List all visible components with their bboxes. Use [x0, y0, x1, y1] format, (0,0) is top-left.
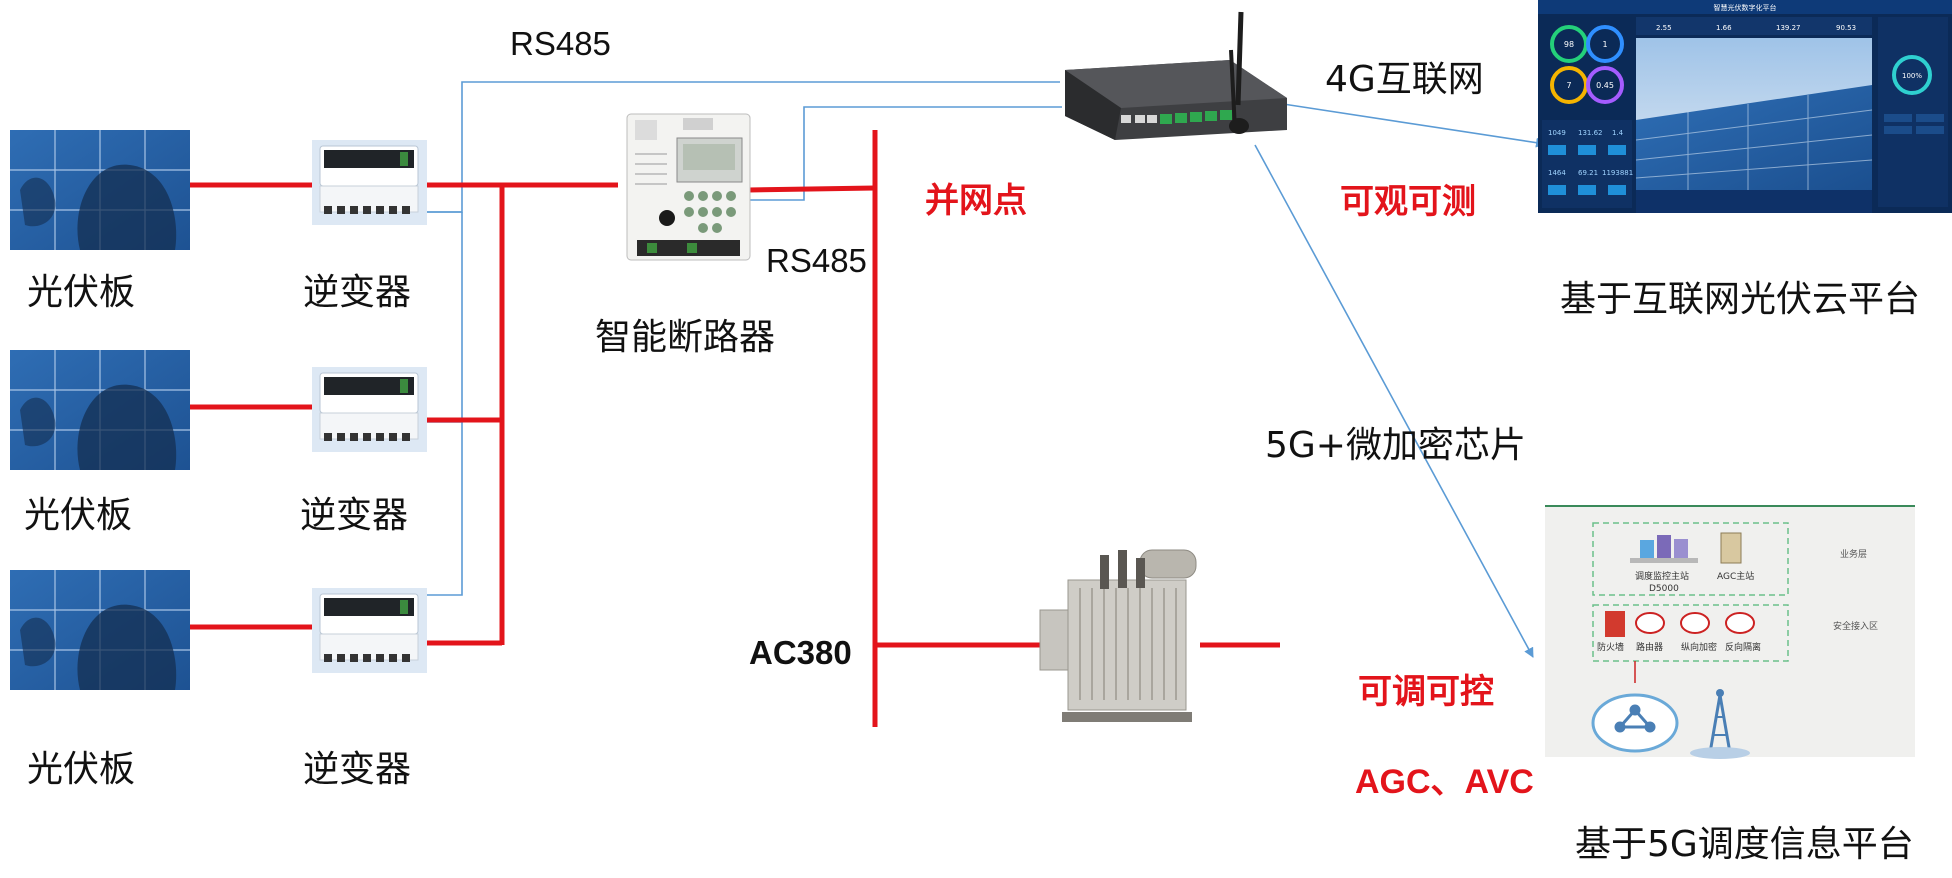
cloud-stat-3: 1.4: [1612, 129, 1624, 137]
panel-label-3: 光伏板: [27, 749, 136, 790]
forward-encrypt-icon: [1680, 612, 1710, 634]
pv-panel-image: [10, 570, 190, 690]
cloud-gauge-2: 1: [1602, 40, 1607, 49]
smart-breaker-image: [626, 113, 751, 261]
router-icon: [1635, 612, 1665, 634]
rs485-breaker-link: [748, 106, 1062, 201]
reverse-isolation-icon: [1725, 612, 1755, 634]
cloud-stat-5: 69.21: [1578, 169, 1598, 177]
gateway-4g-image: [1065, 11, 1287, 140]
net-5g-link: [1254, 144, 1534, 658]
pv-panel-image: [10, 130, 190, 250]
agc-station-label: AGC主站: [1717, 570, 1754, 582]
cloud-stat-1: 1049: [1548, 129, 1566, 137]
forward-encrypt-label: 纵向加密: [1681, 641, 1717, 653]
cloud-ring-value: 100%: [1902, 72, 1922, 80]
cloud-kpi-1: 2.55: [1656, 24, 1672, 32]
power-lines: [190, 130, 1280, 727]
inverter-image: [312, 367, 427, 452]
reverse-isolation-label: 反向隔离: [1725, 641, 1761, 653]
inverter-label-2: 逆变器: [300, 495, 409, 536]
dispatch-platform-screen: 调度监控主站 D5000 AGC主站 业务层 安全接入区 防火墙 路由器 纵向加…: [1545, 505, 1915, 759]
firewall-label: 防火墙: [1597, 641, 1624, 653]
observable-label: 可观可测: [1340, 182, 1476, 222]
inverter-image: [312, 140, 427, 225]
rs485-mid-label: RS485: [766, 242, 867, 279]
inverters: [312, 140, 427, 673]
cloud-stat-2: 131.62: [1578, 129, 1603, 137]
net-5g-label: 5G+微加密芯片: [1265, 425, 1526, 466]
dispatch-main-station-sub: D5000: [1649, 584, 1679, 594]
dispatch-server-icon: [1630, 535, 1698, 563]
cloud-kpi-4: 90.53: [1836, 24, 1856, 32]
pv-panels: [10, 130, 190, 690]
cloud-gauge-4: 0.45: [1596, 81, 1614, 90]
layer-security-label: 安全接入区: [1833, 620, 1878, 632]
cloud-gauge-3: 7: [1566, 81, 1571, 90]
agc-server-icon: [1720, 532, 1742, 564]
inverter-label-3: 逆变器: [303, 749, 412, 790]
net-4g-link: [1269, 101, 1546, 148]
pv-panel-image: [10, 350, 190, 470]
breaker-to-bus: [747, 185, 876, 193]
agc-avc-label: AGC、AVC: [1355, 763, 1534, 801]
cloud-screen-title: 智慧光伏数字化平台: [1714, 3, 1777, 12]
inverter-image: [312, 588, 427, 673]
comm-lines: [427, 81, 1546, 658]
cloud-platform-screen: 智慧光伏数字化平台 98 1 7 0.45 2.55 1.66 139.27 9…: [1538, 0, 1952, 213]
dispatch-platform-label: 基于5G调度信息平台: [1575, 824, 1914, 865]
cloud-kpi-2: 1.66: [1716, 24, 1732, 32]
net-4g-label: 4G互联网: [1325, 59, 1484, 100]
rs485-top-label: RS485: [510, 25, 611, 62]
rs485-tap-inverter-2: [427, 212, 463, 423]
cloud-kpi-3: 139.27: [1776, 24, 1801, 32]
panel-label-2: 光伏板: [24, 495, 133, 536]
cloud-platform-label: 基于互联网光伏云平台: [1560, 279, 1921, 320]
cloud-gauge-1: 98: [1564, 40, 1574, 49]
ac380-label: AC380: [749, 634, 852, 671]
cell-tower-icon: [1690, 689, 1750, 759]
transformer-image: [1039, 549, 1197, 722]
network-cloud-icon: [1591, 693, 1679, 753]
layer-business-label: 业务层: [1840, 548, 1867, 560]
cloud-stat-6: 1193881: [1602, 169, 1633, 177]
firewall-icon: [1605, 611, 1625, 637]
breaker-label: 智能断路器: [595, 317, 776, 358]
grid-point-label: 并网点: [925, 181, 1027, 221]
inverter-label-1: 逆变器: [303, 272, 412, 313]
panel-label-1: 光伏板: [27, 272, 136, 313]
router-label: 路由器: [1636, 641, 1663, 653]
rs485-tap-inverter-3: [427, 422, 463, 596]
controllable-label: 可调可控: [1358, 672, 1494, 712]
cloud-stat-4: 1464: [1548, 169, 1566, 177]
dispatch-main-station-label: 调度监控主站: [1635, 570, 1689, 582]
